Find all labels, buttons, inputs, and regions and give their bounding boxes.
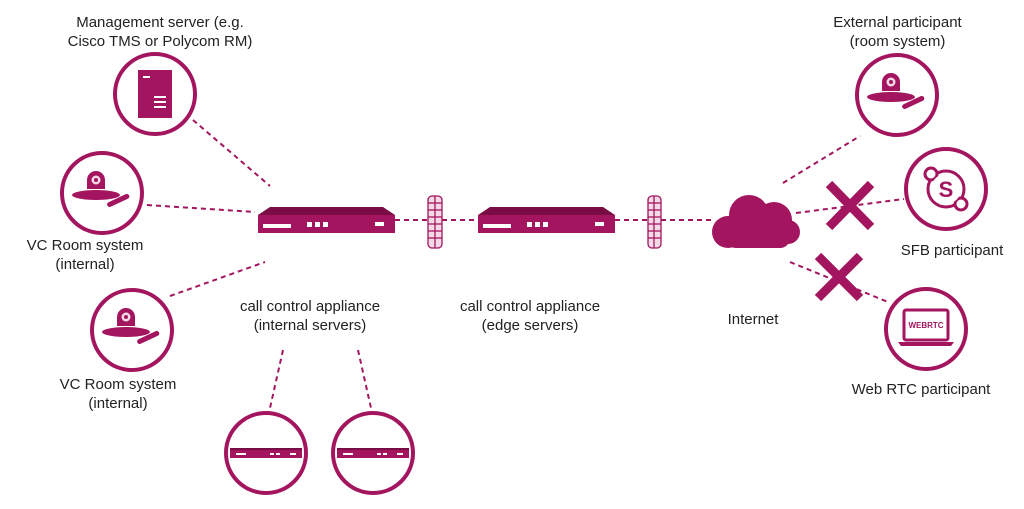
label-line: VC Room system <box>26 237 144 254</box>
connector-appliance-small-2 <box>357 349 372 409</box>
label-line: (room system) <box>849 33 946 50</box>
webrtc-screen-label: WEBRTC <box>908 321 943 330</box>
connector-management-server <box>192 119 271 187</box>
appliance-small-1 <box>224 411 308 495</box>
label-line: External participant <box>833 14 962 31</box>
connector-appliance-small-1 <box>269 349 284 409</box>
connector-external-participant <box>782 135 861 184</box>
connector-vc-room-2 <box>169 261 266 297</box>
label-line: call control appliance <box>239 298 381 315</box>
svg-text:S: S <box>939 177 954 202</box>
label-management-server: Management server (e.g. Cisco TMS or Pol… <box>40 13 280 51</box>
rack-appliance-icon <box>337 448 409 458</box>
external-participant-node <box>855 53 939 137</box>
vc-room-2-node <box>90 288 174 372</box>
label-webrtc-participant: Web RTC participant <box>851 381 991 398</box>
label-line: (internal) <box>55 256 115 273</box>
appliance-internal <box>258 207 395 233</box>
appliance-small-2 <box>331 411 415 495</box>
label-line: Cisco TMS or Polycom RM) <box>67 33 253 50</box>
firewall-icon <box>647 195 662 249</box>
cross-icon <box>825 180 875 231</box>
laptop-icon: WEBRTC <box>898 308 954 346</box>
label-call-control-internal: call control appliance (internal servers… <box>215 297 405 335</box>
vc-room-1-node <box>60 151 144 235</box>
label-line: (internal servers) <box>253 317 367 334</box>
label-line: Management server (e.g. <box>76 14 244 31</box>
label-line: VC Room system <box>59 376 177 393</box>
label-internet: Internet <box>727 311 779 328</box>
server-tower-icon <box>138 70 172 118</box>
skype-icon: S <box>923 166 969 212</box>
label-call-control-edge: call control appliance (edge servers) <box>435 297 625 335</box>
cross-icon <box>814 252 864 302</box>
connector-vc-room-1 <box>146 204 256 213</box>
firewall-icon <box>427 195 443 249</box>
label-external-participant: External participant (room system) <box>810 13 985 51</box>
rack-appliance-icon <box>230 448 302 458</box>
connector-lines <box>146 119 905 409</box>
label-vc-room-1: VC Room system (internal) <box>15 236 155 274</box>
label-line: (internal) <box>88 395 148 412</box>
appliance-edge <box>478 207 615 233</box>
label-line: (edge servers) <box>481 317 579 334</box>
label-sfb-participant: SFB participant <box>900 242 1004 259</box>
management-server-node <box>113 52 197 136</box>
cloud-icon <box>712 195 800 248</box>
sfb-participant-node: S <box>904 147 988 231</box>
webrtc-participant-node: WEBRTC <box>884 287 968 371</box>
label-vc-room-2: VC Room system (internal) <box>48 375 188 413</box>
label-line: call control appliance <box>459 298 601 315</box>
